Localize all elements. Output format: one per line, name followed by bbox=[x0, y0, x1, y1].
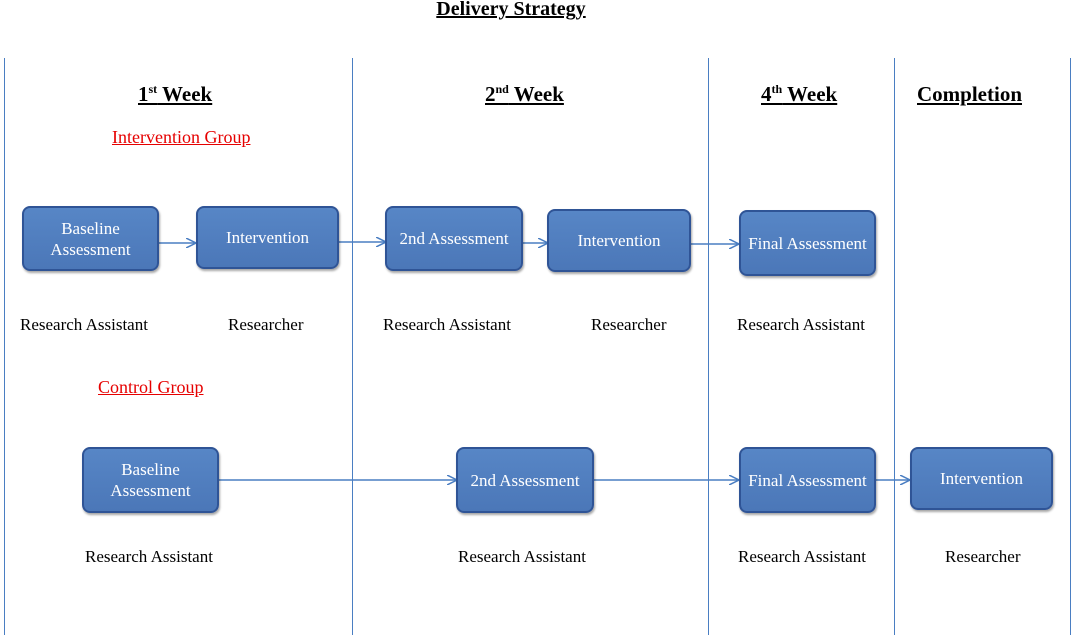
ig-role-2nd-assessment: Research Assistant bbox=[383, 315, 511, 334]
cg-final-assessment-box: Final Assessment bbox=[739, 447, 876, 513]
ig-role-final-assessment: Research Assistant bbox=[737, 315, 865, 334]
cg-role-final-assessment: Research Assistant bbox=[738, 547, 866, 566]
ig-intervention-box-week2: Intervention bbox=[547, 209, 691, 272]
left-divider bbox=[4, 58, 5, 635]
column-header-week-1: 1st Week bbox=[138, 82, 213, 106]
divider-week1-week2 bbox=[352, 58, 353, 635]
divider-week4-completion bbox=[894, 58, 895, 635]
ig-intervention-box-week1: Intervention bbox=[196, 206, 339, 269]
diagram-title: Delivery Strategy bbox=[436, 0, 586, 20]
cg-role-baseline: Research Assistant bbox=[85, 547, 213, 566]
ig-role-intervention-week1: Researcher bbox=[228, 315, 304, 334]
intervention-group-label: Intervention Group bbox=[112, 127, 251, 147]
cg-intervention-box: Intervention bbox=[910, 447, 1053, 510]
cg-role-intervention: Researcher bbox=[945, 547, 1021, 566]
cg-role-2nd-assessment: Research Assistant bbox=[458, 547, 586, 566]
ig-role-baseline: Research Assistant bbox=[20, 315, 148, 334]
cg-2nd-assessment-box: 2nd Assessment bbox=[456, 447, 594, 513]
ig-2nd-assessment-box: 2nd Assessment bbox=[385, 206, 523, 271]
ig-baseline-assessment-box: Baseline Assessment bbox=[22, 206, 159, 271]
column-header-completion: Completion bbox=[917, 82, 1022, 106]
cg-baseline-assessment-box: Baseline Assessment bbox=[82, 447, 219, 513]
ig-final-assessment-box: Final Assessment bbox=[739, 210, 876, 276]
column-header-week-4: 4th Week bbox=[761, 82, 838, 106]
column-header-week-2: 2nd Week bbox=[485, 82, 564, 106]
control-group-label: Control Group bbox=[98, 377, 204, 397]
ig-role-intervention-week2: Researcher bbox=[591, 315, 667, 334]
divider-week2-week4 bbox=[708, 58, 709, 635]
right-divider bbox=[1070, 58, 1071, 635]
